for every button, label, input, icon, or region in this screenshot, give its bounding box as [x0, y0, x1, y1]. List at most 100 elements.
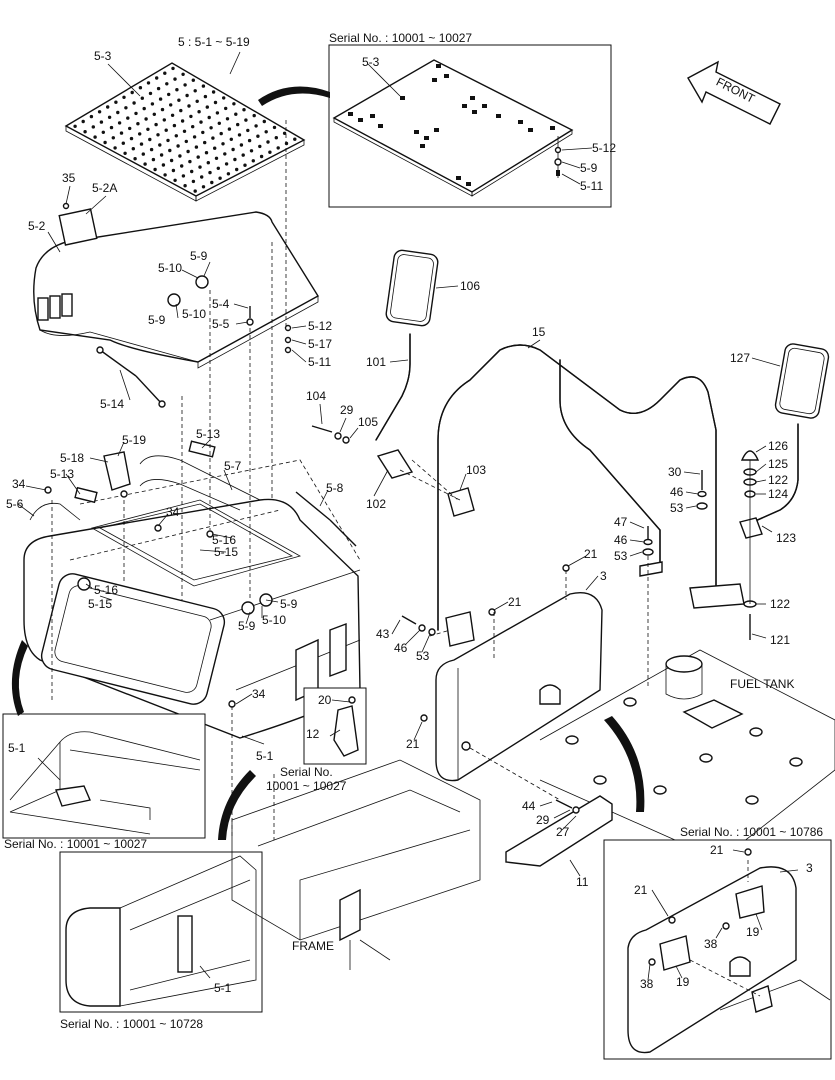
plate-hole — [180, 119, 185, 123]
callout-label: 21 — [406, 737, 420, 751]
plate-hole — [182, 129, 187, 133]
plate-hole — [210, 180, 214, 185]
stay-101 — [375, 333, 411, 441]
callout-label: 5-15 — [88, 597, 112, 611]
plate-hole — [171, 168, 176, 173]
callout-label: 5-9 — [148, 313, 166, 327]
plate-hole — [236, 122, 240, 127]
mirror-106 — [385, 249, 439, 327]
plate-hole — [184, 139, 188, 144]
callout-label: 5-4 — [212, 297, 230, 311]
callout-label: 35 — [62, 171, 76, 185]
tank-boss — [653, 785, 667, 795]
callout-label: 5-10 — [182, 307, 206, 321]
plate-hole — [144, 117, 148, 121]
plate-hole — [206, 161, 210, 165]
plate-hole — [258, 144, 262, 149]
plate-hole — [213, 100, 218, 105]
plate-hole — [168, 148, 172, 153]
callout-label: 122 — [768, 473, 788, 487]
plate-hole — [179, 108, 183, 113]
callout-label: 46 — [394, 641, 408, 655]
callout-label: 29 — [536, 813, 550, 827]
plate-hole — [181, 72, 185, 77]
callout-label: 125 — [768, 457, 788, 471]
front-arrow — [687, 60, 781, 125]
plate-hole — [176, 144, 180, 148]
bracket-12 — [333, 696, 359, 757]
plate-hole — [156, 86, 161, 91]
callout-label: 5-5 — [212, 317, 230, 331]
callout-label: 5-14 — [100, 397, 124, 411]
callout-label: 5-10 — [262, 613, 286, 627]
curve-arrow-mid — [218, 770, 256, 840]
callout-label: 5-9 — [280, 597, 298, 611]
plate-hole — [83, 130, 87, 134]
plate-hole — [276, 146, 280, 150]
plate-hole — [124, 106, 128, 110]
hidden-lines — [51, 120, 761, 997]
plate-hole — [221, 142, 225, 146]
callout-label: 46 — [670, 485, 684, 499]
plate-hole — [198, 165, 202, 169]
callout-label: 5-9 — [238, 619, 256, 633]
callout-label: 5-1 — [214, 981, 232, 995]
plate-hole — [223, 152, 227, 156]
curve-arrow-top — [258, 86, 330, 106]
bracket-102-103 — [376, 449, 475, 517]
plate-hole — [222, 96, 226, 100]
callout-label: 101 — [366, 355, 386, 369]
plate-hole — [128, 126, 132, 131]
tank-boss — [623, 697, 637, 707]
callout-label: 5-7 — [224, 459, 242, 473]
plate-hole — [165, 82, 169, 86]
plate-hole — [256, 134, 260, 138]
plate-hole — [229, 137, 233, 141]
callout-label: 46 — [614, 533, 628, 547]
plate-hole — [178, 154, 182, 158]
plate-hole — [225, 117, 230, 121]
callout-label: 5-12 — [308, 319, 332, 333]
gas-spring-5-14 — [96, 346, 166, 408]
plate-hole — [188, 159, 192, 164]
plate-hole — [208, 170, 212, 175]
plate-hole — [93, 135, 97, 139]
plate-hole — [231, 147, 235, 152]
plate-hole — [224, 162, 229, 166]
callout-label: 5-6 — [6, 497, 24, 511]
callout-label: 21 — [634, 883, 648, 897]
plate-hole — [197, 110, 201, 114]
callout-label: 5-13 — [196, 427, 220, 441]
floor-plate-5-3 — [64, 62, 306, 202]
bolt-43-stack — [401, 615, 436, 636]
callout-label: 105 — [358, 415, 378, 429]
plate-hole — [159, 153, 164, 157]
plate-hole — [97, 110, 102, 114]
plate-hole — [142, 106, 146, 111]
plate-hole — [242, 108, 246, 112]
callout-label: 34 — [252, 687, 266, 701]
plate-hole — [175, 88, 179, 92]
tank-boss — [565, 735, 579, 745]
callout-label: 5-9 — [580, 161, 598, 175]
plate-hole — [244, 118, 248, 122]
tank-boss — [699, 753, 713, 763]
plate-hole — [203, 94, 208, 99]
callout-label: 30 — [668, 465, 682, 479]
plate-hole — [173, 178, 177, 182]
plate-hole — [138, 86, 143, 90]
callout-label: 38 — [704, 937, 718, 951]
plate-hole — [111, 136, 116, 140]
callout-label: 5-16 — [94, 583, 118, 597]
plate-hole — [129, 136, 134, 141]
plate-hole — [232, 102, 236, 106]
plate-hole — [201, 185, 206, 189]
callout-label: 5-17 — [308, 337, 332, 351]
callout-label: 5-2A — [92, 181, 117, 195]
plate-hole — [81, 119, 85, 124]
plate-hole — [213, 146, 217, 150]
plate-hole — [114, 100, 118, 104]
plate-hole — [141, 152, 145, 156]
inset-left-box — [2, 713, 206, 839]
inset-top-plate — [332, 59, 574, 197]
